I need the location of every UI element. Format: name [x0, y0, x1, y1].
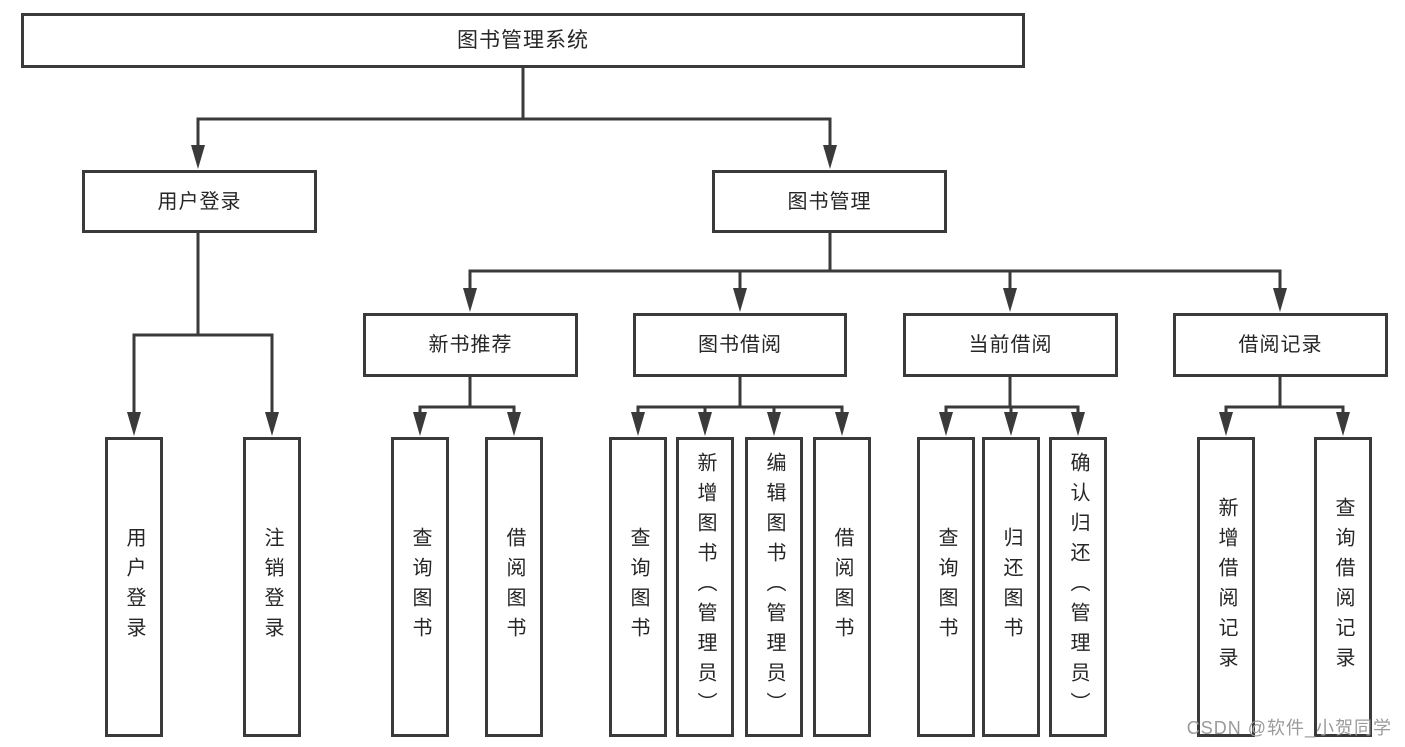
leaf-borrow-books-recommend: 借阅图书 — [485, 437, 543, 737]
node-book-borrowing: 图书借阅 — [633, 313, 847, 377]
leaf-confirm-return-admin: 确认归还（管理员） — [1049, 437, 1107, 737]
node-new-book-recommendation: 新书推荐 — [363, 313, 578, 377]
leaf-return-books: 归还图书 — [982, 437, 1040, 737]
leaf-borrow-books: 借阅图书 — [813, 437, 871, 737]
leaf-edit-books-admin: 编辑图书（管理员） — [745, 437, 803, 737]
leaf-add-borrow-record: 新增借阅记录 — [1197, 437, 1255, 737]
node-system-root: 图书管理系统 — [21, 13, 1025, 68]
connector-arrows — [127, 117, 1350, 436]
leaf-user-login: 用户登录 — [105, 437, 163, 737]
leaf-query-books-recommend: 查询图书 — [391, 437, 449, 737]
leaf-query-books-current: 查询图书 — [917, 437, 975, 737]
node-current-borrowing: 当前借阅 — [903, 313, 1118, 377]
leaf-add-books-admin: 新增图书（管理员） — [676, 437, 734, 737]
node-book-management: 图书管理 — [712, 170, 947, 233]
leaf-logout: 注销登录 — [243, 437, 301, 737]
node-borrowing-records: 借阅记录 — [1173, 313, 1388, 377]
node-user-login: 用户登录 — [82, 170, 317, 233]
leaf-query-borrow-record: 查询借阅记录 — [1314, 437, 1372, 737]
leaf-query-books-borrow: 查询图书 — [609, 437, 667, 737]
watermark: CSDN @软件_小贺同学 — [1186, 718, 1392, 738]
